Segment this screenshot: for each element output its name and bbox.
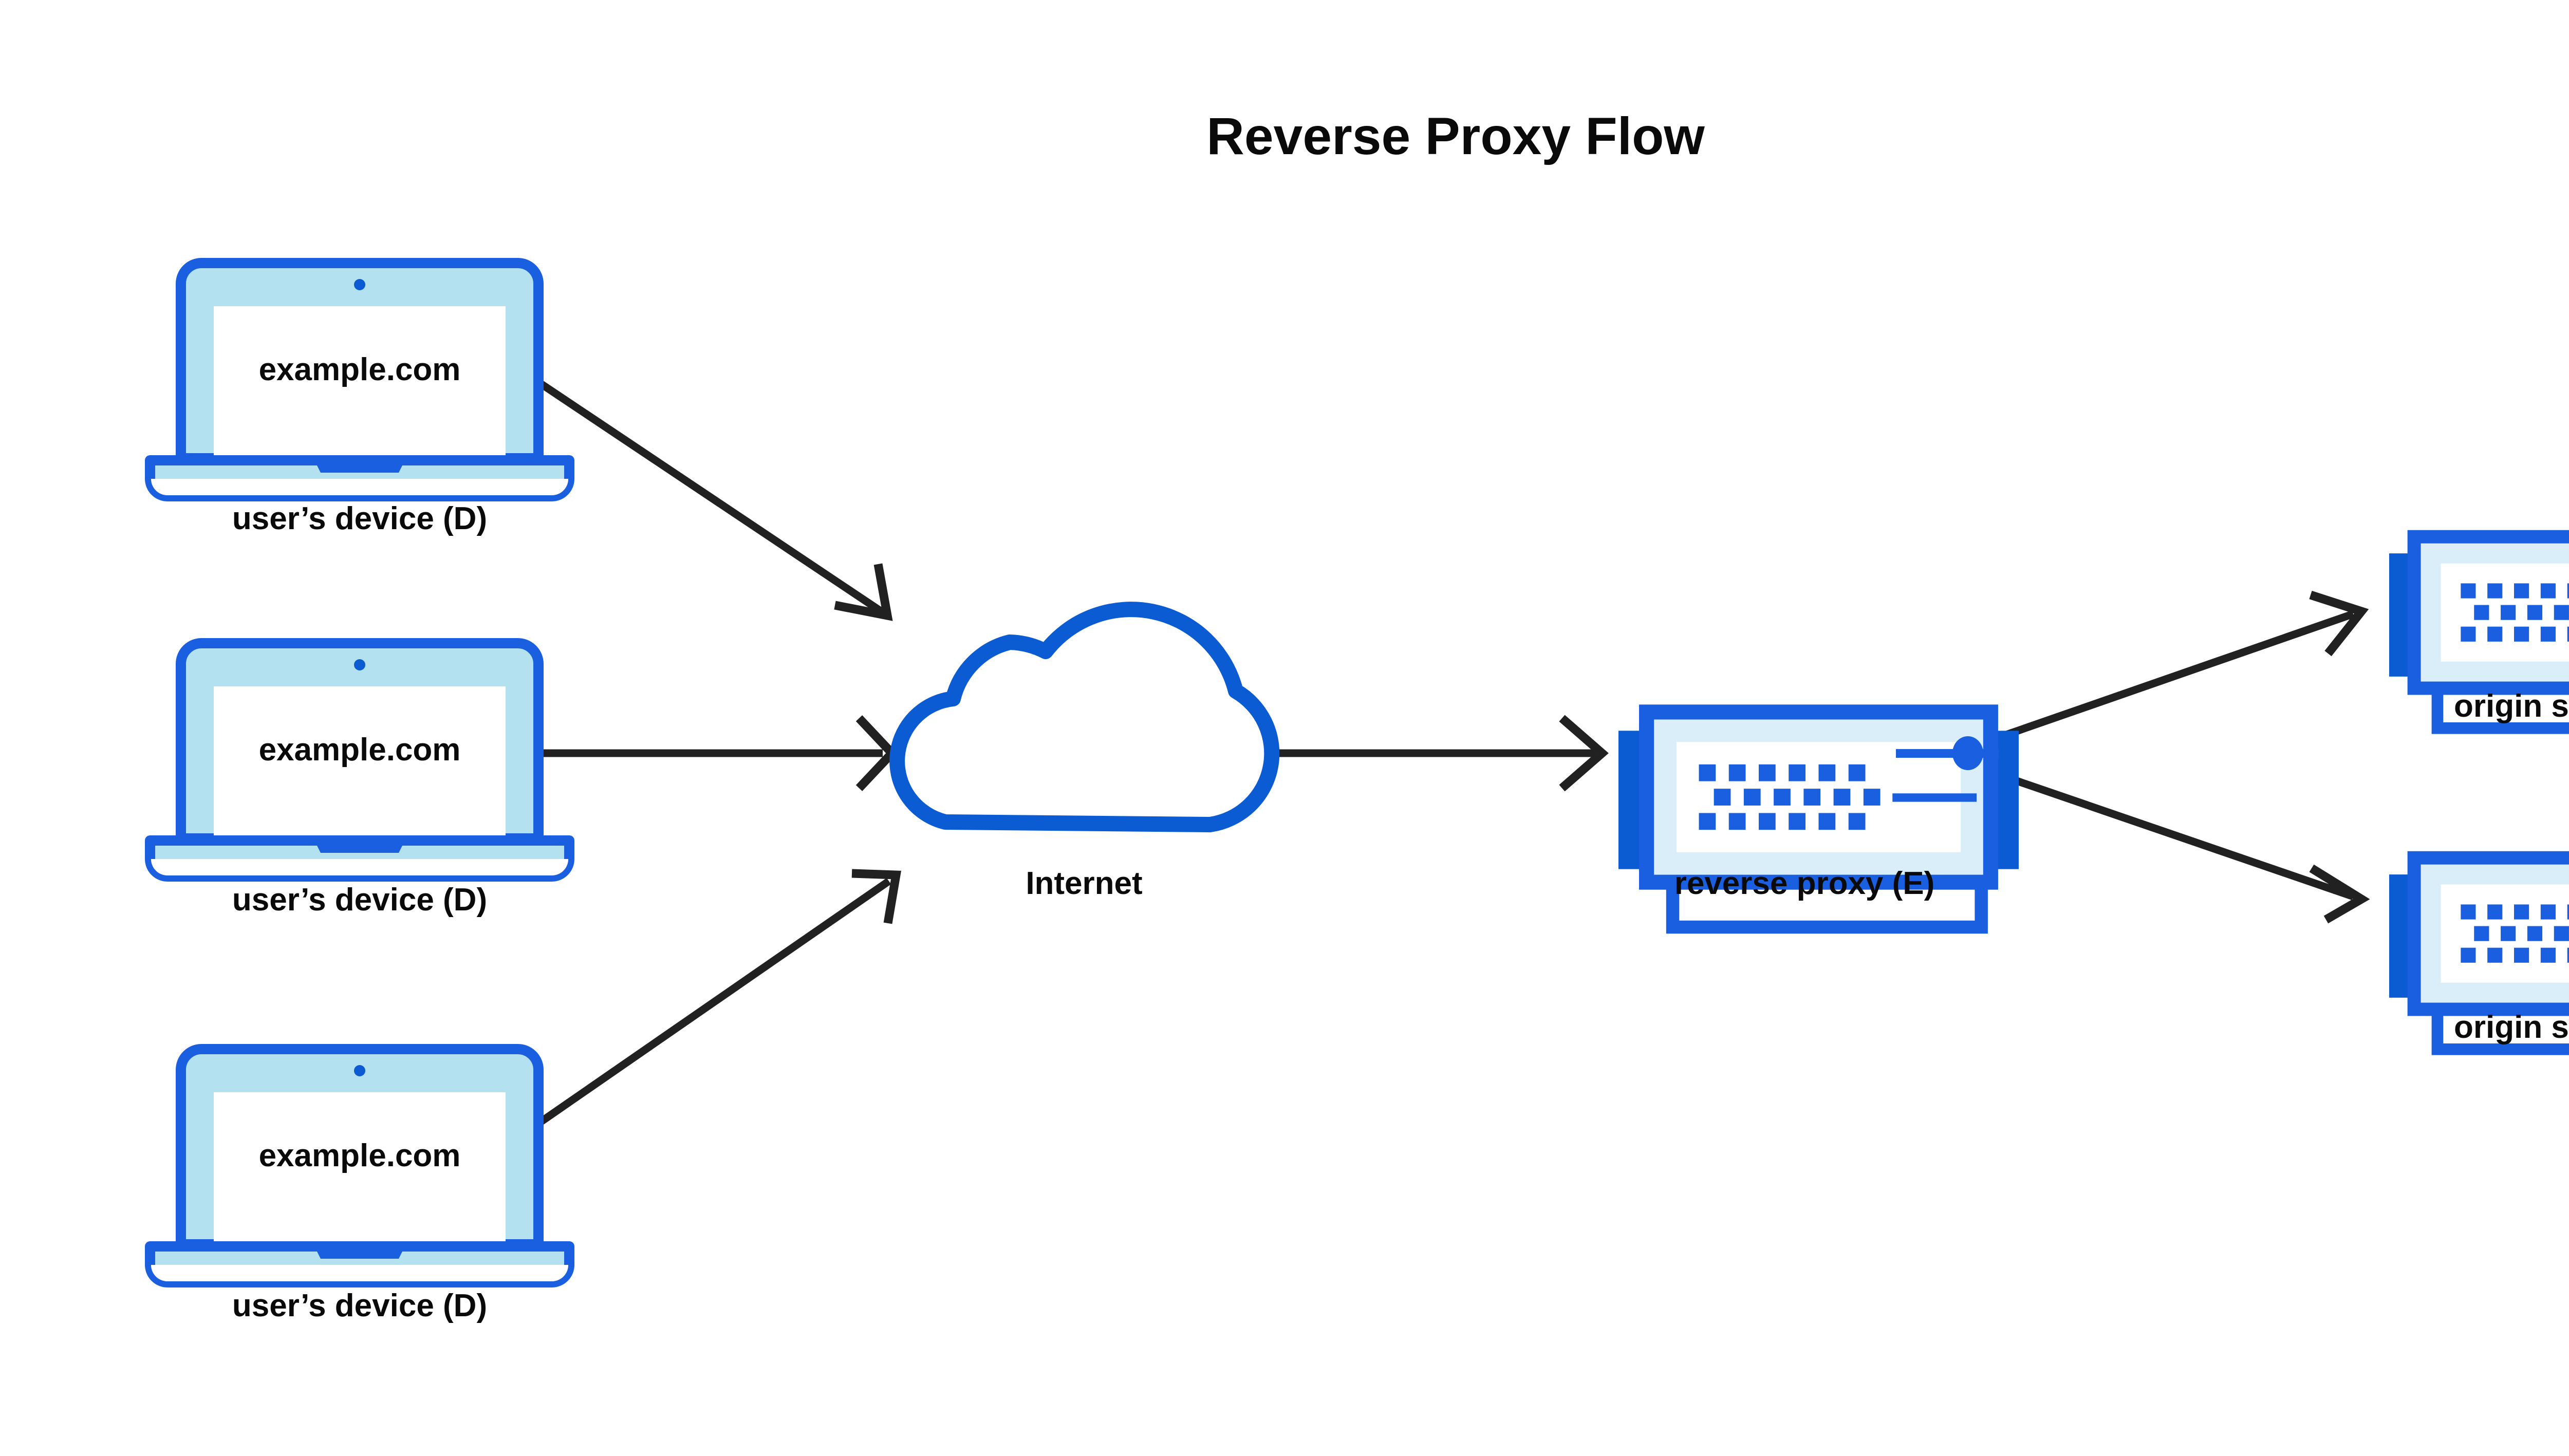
node-label-device-3: user’s device (D): [232, 1288, 487, 1323]
edge-device2-internet: [509, 715, 898, 791]
edge-internet-proxy: [1231, 715, 1609, 792]
page-title: Reverse Proxy Flow: [1206, 107, 1705, 165]
node-device-2[interactable]: example.com user’s device (D): [150, 643, 569, 918]
edge-proxy-origin2: [2005, 773, 2370, 924]
node-label-origin-2: origin server (F): [2454, 1010, 2569, 1045]
node-label-device-2: user’s device (D): [232, 882, 487, 918]
node-origin-1[interactable]: origin server (F): [2389, 537, 2569, 729]
laptop-screen-text: example.com: [259, 732, 461, 768]
laptop-screen-text: example.com: [259, 352, 461, 387]
laptop-screen-text: example.com: [259, 1138, 461, 1173]
node-origin-2[interactable]: origin server (F): [2389, 858, 2569, 1050]
node-label-reverse-proxy: reverse proxy (E): [1674, 866, 1935, 901]
edge-proxy-origin1: [2005, 590, 2369, 739]
edge-layer: [509, 364, 2370, 1141]
node-reverse-proxy[interactable]: reverse proxy (E): [1618, 712, 2019, 927]
node-label-internet: Internet: [1026, 866, 1142, 901]
edge-device3-internet: [516, 869, 902, 1141]
node-device-1[interactable]: example.com user’s device (D): [150, 263, 569, 536]
cloud-icon: [889, 602, 1280, 832]
server-status-line: [1896, 749, 1999, 758]
server-status-dot: [1952, 736, 1983, 770]
node-label-device-1: user’s device (D): [232, 501, 487, 536]
edge-device1-internet: [514, 364, 893, 621]
node-label-origin-1: origin server (F): [2454, 688, 2569, 724]
node-internet[interactable]: Internet: [889, 602, 1280, 901]
node-device-3[interactable]: example.com user’s device (D): [150, 1049, 569, 1323]
